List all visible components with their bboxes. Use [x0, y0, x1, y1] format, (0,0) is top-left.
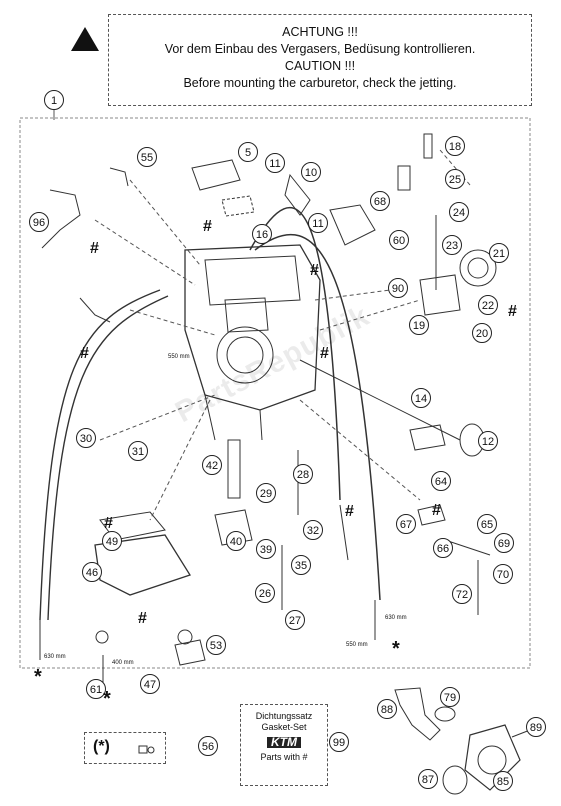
callout-42: 42: [202, 455, 222, 475]
callout-65: 65: [477, 514, 497, 534]
callout-47: 47: [140, 674, 160, 694]
clip-icon: [138, 745, 155, 754]
hash-mark: #: [508, 303, 517, 320]
callout-79: 79: [440, 687, 460, 707]
dimension-630-left: 630 mm: [44, 654, 66, 660]
callout-35: 35: [291, 555, 311, 575]
callout-68: 68: [370, 191, 390, 211]
callout-11: 11: [308, 213, 328, 233]
callout-85: 85: [493, 771, 513, 791]
gasket-line-2: Gasket-Set: [261, 722, 307, 732]
callout-26: 26: [255, 583, 275, 603]
legend-box: (*): [84, 732, 166, 764]
callout-32: 32: [303, 520, 323, 540]
warning-line-4: Before mounting the carburetor, check th…: [183, 76, 457, 90]
callout-39: 39: [256, 539, 276, 559]
callout-11: 11: [265, 153, 285, 173]
callout-27: 27: [285, 610, 305, 630]
callout-22: 22: [478, 295, 498, 315]
callout-66: 66: [433, 538, 453, 558]
callout-23: 23: [442, 235, 462, 255]
star-mark: *: [392, 638, 400, 660]
callout-53: 53: [206, 635, 226, 655]
callout-87: 87: [418, 769, 438, 789]
warning-line-3: CAUTION !!!: [284, 59, 356, 73]
warning-line-1: ACHTUNG !!!: [282, 25, 358, 39]
callout-21: 21: [489, 243, 509, 263]
callout-12: 12: [478, 431, 498, 451]
callout-88: 88: [377, 699, 397, 719]
callout-18: 18: [445, 136, 465, 156]
ktm-logo: KTM: [267, 736, 301, 748]
callout-46: 46: [82, 562, 102, 582]
callout-69: 69: [494, 533, 514, 553]
gasket-set-box: Dichtungssatz Gasket-Set KTM Parts with …: [240, 704, 328, 786]
callout-70: 70: [493, 564, 513, 584]
callout-5: 5: [238, 142, 258, 162]
callout-99: 99: [329, 732, 349, 752]
callout-19: 19: [409, 315, 429, 335]
hash-mark: #: [310, 262, 319, 279]
hash-mark: #: [90, 240, 99, 257]
callout-55: 55: [137, 147, 157, 167]
star-mark: *: [34, 666, 42, 688]
callout-90: 90: [388, 278, 408, 298]
dimension-550-left: 550 mm: [168, 354, 190, 360]
callout-24: 24: [449, 202, 469, 222]
dimension-630-right: 630 mm: [385, 615, 407, 621]
hash-mark: #: [320, 345, 329, 362]
star-mark: *: [103, 688, 111, 710]
dimension-550-right: 550 mm: [346, 642, 368, 648]
callout-28: 28: [293, 464, 313, 484]
callout-20: 20: [472, 323, 492, 343]
hash-mark: #: [345, 503, 354, 520]
callout-31: 31: [128, 441, 148, 461]
callout-89: 89: [526, 717, 546, 737]
legend-symbol: (*): [93, 738, 110, 755]
hash-mark: #: [104, 515, 113, 532]
callout-96: 96: [29, 212, 49, 232]
callout-29: 29: [256, 483, 276, 503]
gasket-line-1: Dichtungssatz: [255, 711, 313, 721]
callout-30: 30: [76, 428, 96, 448]
hash-mark: #: [432, 502, 441, 519]
callout-64: 64: [431, 471, 451, 491]
dimension-400: 400 mm: [112, 660, 134, 666]
callout-61: 61: [86, 679, 106, 699]
warning-triangle-icon: [71, 27, 99, 51]
warning-line-2: Vor dem Einbau des Vergasers, Bedüsung k…: [164, 42, 476, 56]
hash-mark: #: [203, 218, 212, 235]
callout-1: 1: [44, 90, 64, 110]
callout-49: 49: [102, 531, 122, 551]
callout-60: 60: [389, 230, 409, 250]
callout-16: 16: [252, 224, 272, 244]
gasket-line-3: Parts with #: [260, 752, 308, 762]
callout-56: 56: [198, 736, 218, 756]
warning-box: ACHTUNG !!! Vor dem Einbau des Vergasers…: [108, 14, 532, 106]
callout-40: 40: [226, 531, 246, 551]
callout-72: 72: [452, 584, 472, 604]
hash-mark: #: [138, 610, 147, 627]
callout-67: 67: [396, 514, 416, 534]
callout-14: 14: [411, 388, 431, 408]
callout-10: 10: [301, 162, 321, 182]
hash-mark: #: [80, 345, 89, 362]
callout-25: 25: [445, 169, 465, 189]
